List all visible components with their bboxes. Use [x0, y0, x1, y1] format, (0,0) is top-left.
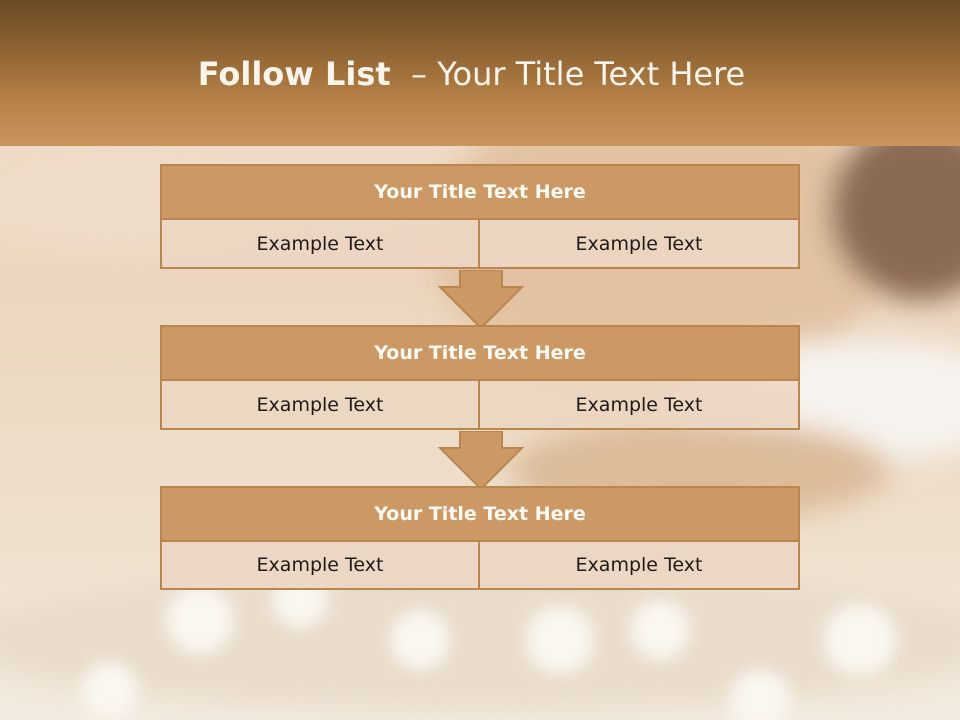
title-bold-text: Follow List — [197, 55, 391, 93]
block-title: Your Title Text Here — [160, 325, 800, 381]
block-cell-left: Example Text — [160, 220, 480, 269]
slide-title: Follow List – Your Title Text Here — [0, 55, 943, 93]
down-arrow-2 — [438, 431, 524, 491]
title-banner: Follow List – Your Title Text Here — [0, 0, 960, 146]
block-cell-right: Example Text — [480, 542, 800, 590]
block-cell-left: Example Text — [160, 542, 480, 590]
block-cell-right: Example Text — [480, 381, 800, 430]
block-cell-left: Example Text — [160, 381, 480, 430]
down-arrow-1 — [438, 270, 524, 330]
block-title: Your Title Text Here — [160, 486, 800, 542]
title-rest-text: – Your Title Text Here — [411, 55, 746, 93]
block-title: Your Title Text Here — [160, 164, 800, 220]
block-cell-right: Example Text — [480, 220, 800, 269]
